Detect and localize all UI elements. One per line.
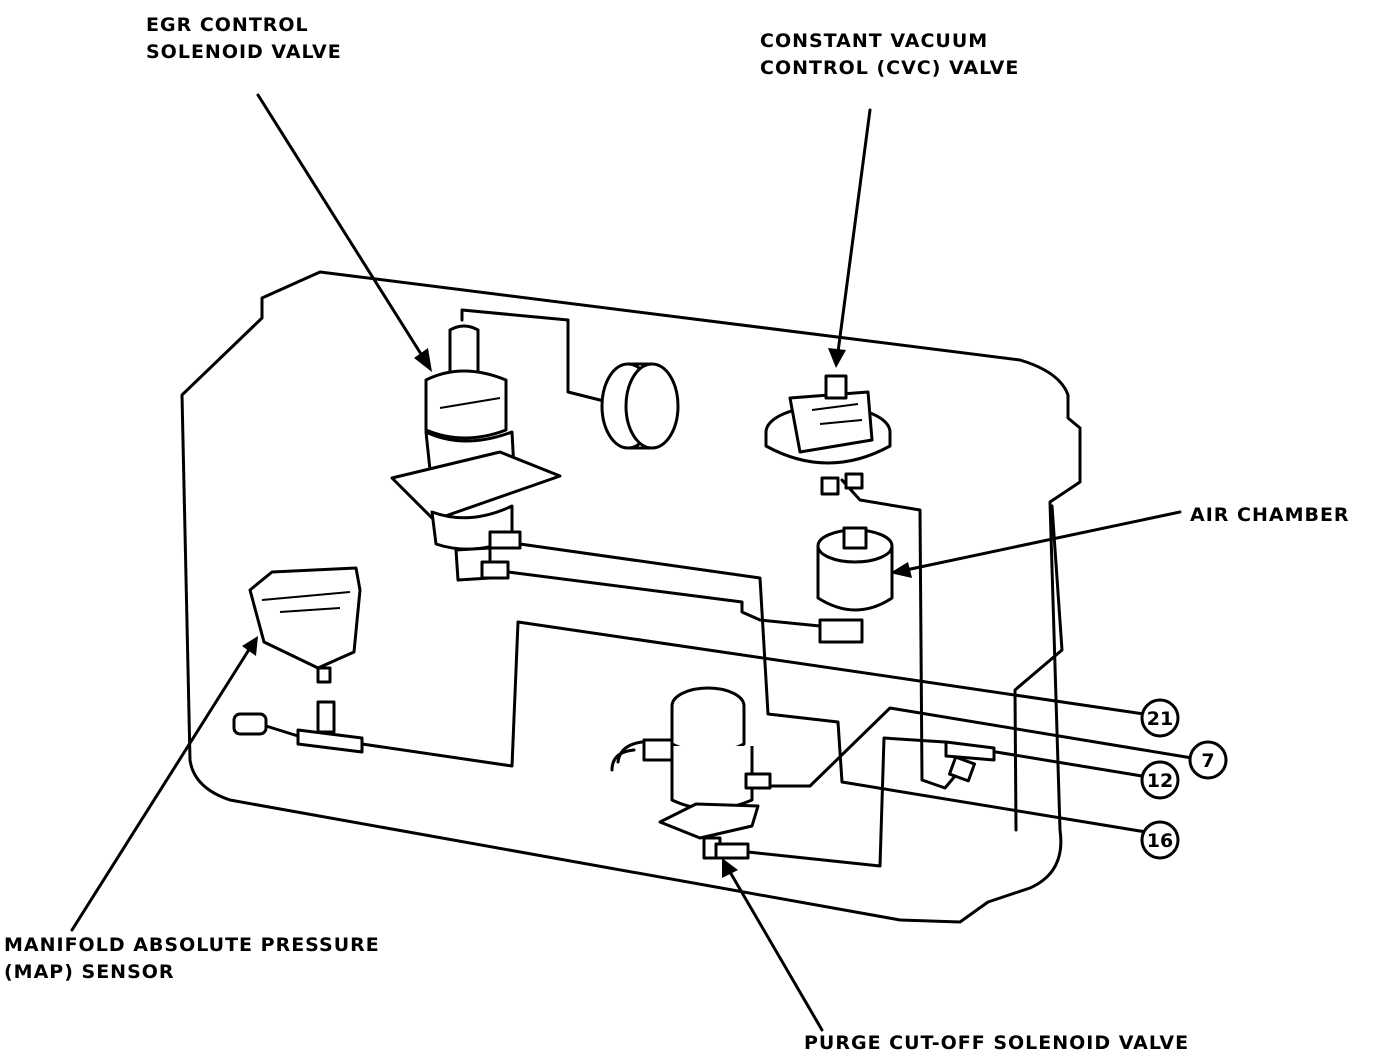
egr-control-solenoid-valve	[390, 324, 562, 582]
map-sensor-label-line2: (MAP) SENSOR	[4, 961, 175, 983]
egr-valve-label-line2: SOLENOID VALVE	[146, 41, 342, 63]
callout-7: 7	[1188, 740, 1228, 780]
air-chamber-label: AIR CHAMBER	[1190, 502, 1350, 529]
air-chamber-label-text: AIR CHAMBER	[1190, 504, 1350, 526]
leader-lines	[70, 93, 1182, 1032]
purge-valve-label-text: PURGE CUT-OFF SOLENOID VALVE	[804, 1032, 1190, 1054]
cvc-valve-label: CONSTANT VACUUM CONTROL (CVC) VALVE	[760, 28, 1019, 82]
air-reservoir-disk	[600, 362, 680, 450]
egr-valve-label: EGR CONTROL SOLENOID VALVE	[146, 12, 342, 66]
map-sensor	[232, 566, 364, 754]
cvc-valve-label-line2: CONTROL (CVC) VALVE	[760, 57, 1020, 79]
egr-valve-label-line1: EGR CONTROL	[146, 14, 309, 36]
purge-valve-label: PURGE CUT-OFF SOLENOID VALVE	[804, 1030, 1189, 1054]
cvc-valve-label-line1: CONSTANT VACUUM	[760, 30, 989, 52]
callout-21-text: 21	[1147, 708, 1173, 730]
hose-tee-fitting	[944, 740, 996, 783]
air-chamber-canister	[816, 526, 894, 644]
callout-12-text: 12	[1147, 770, 1173, 792]
map-sensor-label: MANIFOLD ABSOLUTE PRESSURE (MAP) SENSOR	[4, 932, 380, 986]
map-sensor-label-line1: MANIFOLD ABSOLUTE PRESSURE	[4, 934, 380, 956]
vacuum-hoses	[360, 308, 1194, 868]
callout-21: 21	[1140, 698, 1180, 738]
panel-outline	[180, 270, 1082, 924]
callout-7-text: 7	[1201, 750, 1214, 772]
cvc-valve	[764, 374, 892, 496]
callout-16: 16	[1140, 820, 1180, 860]
callout-16-text: 16	[1147, 830, 1173, 852]
panel-inner-edge	[1013, 504, 1064, 832]
callout-12: 12	[1140, 760, 1180, 800]
purge-cutoff-solenoid-valve	[642, 686, 772, 860]
